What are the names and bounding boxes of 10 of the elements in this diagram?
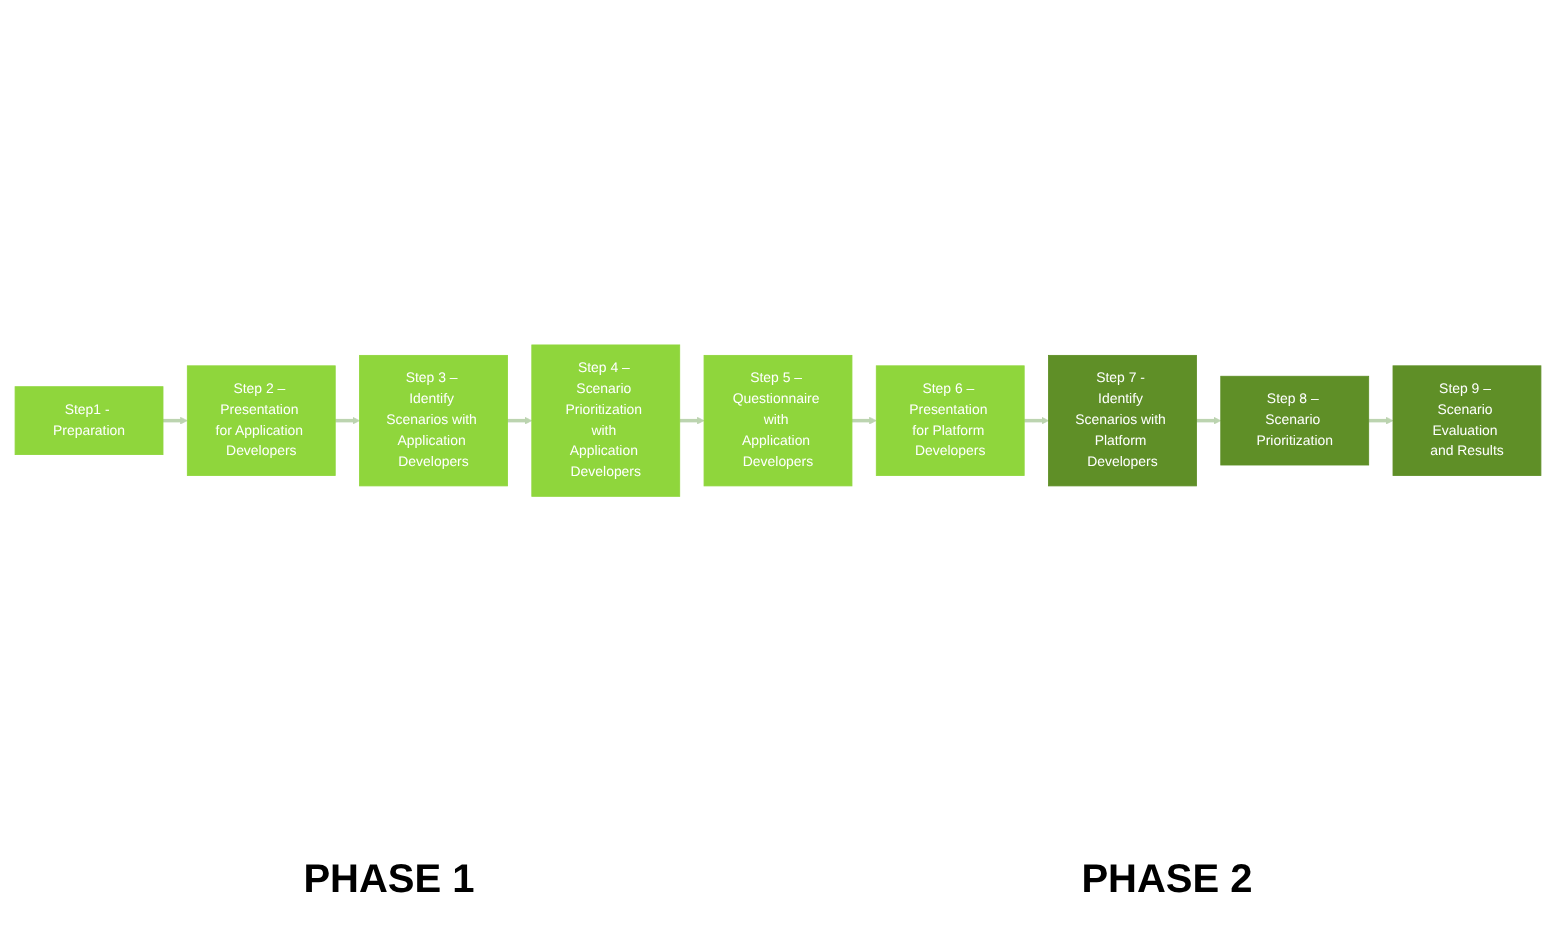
arrow xyxy=(507,417,533,425)
arrow xyxy=(163,417,188,425)
arrow xyxy=(851,417,877,425)
arrow xyxy=(1368,417,1394,425)
arrow xyxy=(679,417,705,425)
arrow xyxy=(1196,417,1222,425)
arrow xyxy=(1024,417,1049,425)
arrow xyxy=(335,417,360,425)
phase-label: PHASE 1 xyxy=(303,858,475,904)
phase-label: PHASE 2 xyxy=(1081,858,1253,904)
